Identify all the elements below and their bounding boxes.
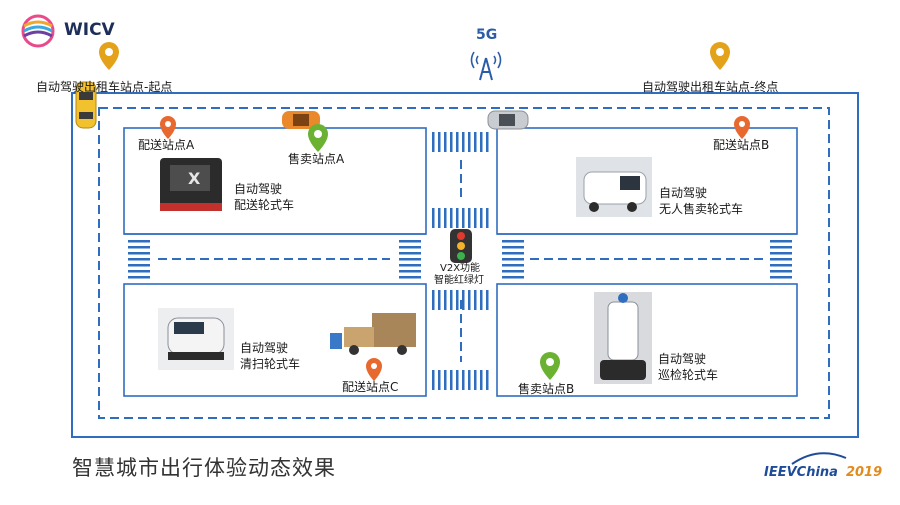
- traffic-light-label-2: 智能红绿灯: [434, 275, 484, 286]
- svg-text:X: X: [188, 169, 201, 188]
- delivery-a-label: 配送站点A: [138, 138, 195, 152]
- delivery-vehicle-label-2: 配送轮式车: [234, 198, 295, 212]
- traffic-light-label-1: V2X功能: [440, 263, 481, 274]
- car-icon: [282, 111, 320, 129]
- page-title: 智慧城市出行体验动态效果: [72, 456, 336, 480]
- sales-b-label: 售卖站点B: [518, 382, 575, 396]
- location-pin-icon: [308, 124, 328, 152]
- taxi-end-label: 自动驾驶出租车站点-终点: [642, 80, 779, 94]
- vending-vehicle-image: [576, 157, 652, 217]
- event-name: IEEVChina: [764, 465, 838, 480]
- event-year: 2019: [845, 465, 883, 480]
- crosswalk: [128, 240, 792, 279]
- taxi-start-label: 自动驾驶出租车站点-起点: [36, 80, 173, 94]
- patrol-vehicle-image: [594, 292, 652, 384]
- delivery-vehicle-label-1: 自动驾驶: [234, 182, 283, 196]
- car-icon: [487, 110, 529, 130]
- vending-vehicle-label-2: 无人售卖轮式车: [659, 202, 744, 216]
- patrol-vehicle-label-2: 巡检轮式车: [658, 368, 719, 382]
- location-pin-icon: [99, 42, 119, 70]
- wicv-logo-icon: [21, 14, 55, 48]
- lane-divider: [98, 107, 830, 419]
- patrol-vehicle-label-1: 自动驾驶: [658, 352, 707, 366]
- sweeper-vehicle-label-2: 清扫轮式车: [240, 357, 301, 371]
- location-pin-icon: [160, 116, 176, 139]
- location-pin-icon: [366, 358, 382, 381]
- sales-a-label: 售卖站点A: [288, 152, 345, 166]
- 5g-tower-icon: [470, 51, 502, 81]
- brand-name: WICV: [64, 20, 115, 40]
- network-label: 5G: [476, 27, 498, 43]
- taxi-icon: [75, 81, 97, 129]
- cargo-truck-image: [330, 313, 416, 355]
- location-pin-icon: [734, 116, 750, 139]
- delivery-c-label: 配送站点C: [342, 380, 399, 394]
- outer-road: [71, 92, 859, 438]
- ieev-logo-icon: [791, 452, 847, 465]
- traffic-light-icon: [450, 229, 472, 263]
- crosswalk: [432, 132, 489, 390]
- location-pin-icon: [540, 352, 560, 380]
- sweeper-vehicle-label-1: 自动驾驶: [240, 341, 289, 355]
- event-logo-text: IEEVChina 2019: [764, 465, 882, 480]
- delivery-b-label: 配送站点B: [713, 138, 770, 152]
- vending-vehicle-label-1: 自动驾驶: [659, 186, 708, 200]
- location-pin-icon: [710, 42, 730, 70]
- delivery-vehicle-image: X: [160, 158, 222, 211]
- sweeper-vehicle-image: [158, 308, 234, 370]
